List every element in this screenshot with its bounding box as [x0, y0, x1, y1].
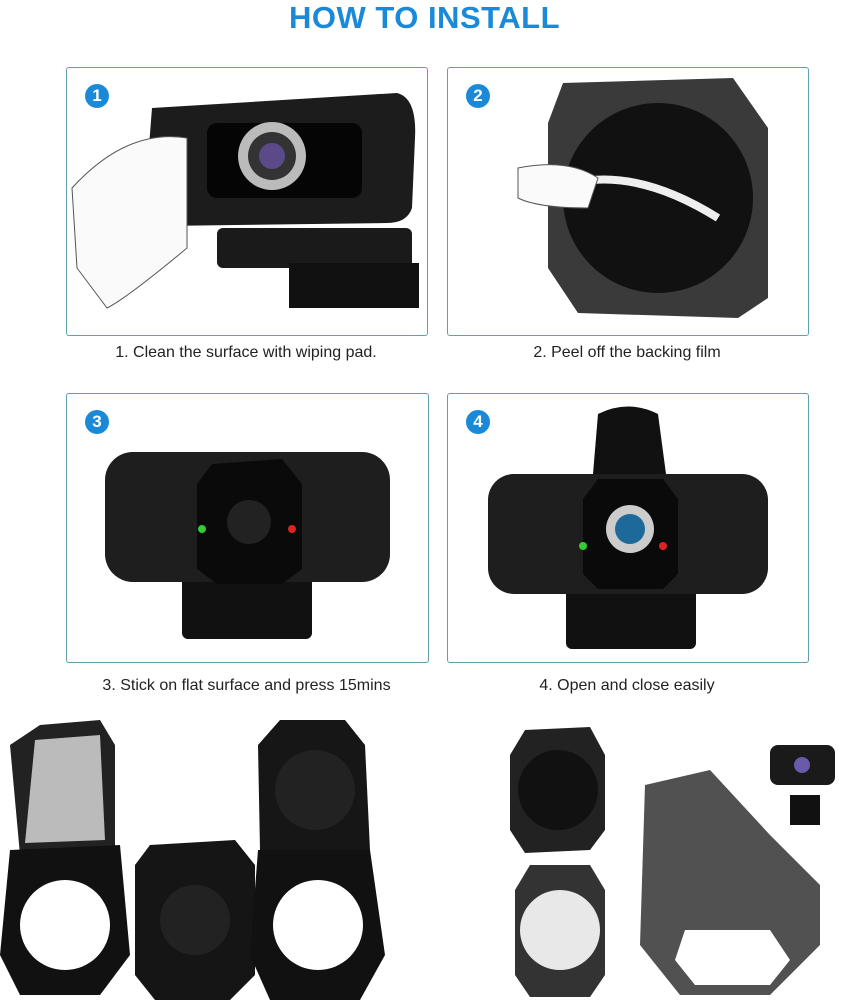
- cover-product-photos-right: [510, 727, 835, 997]
- cover-product-photos-left: [0, 720, 385, 1000]
- step-2-caption: 2. Peel off the backing film: [533, 344, 721, 361]
- step-1-panel: 1: [66, 67, 428, 336]
- step-1-caption: 1. Clean the surface with wiping pad.: [115, 344, 377, 361]
- step-3-caption: 3. Stick on flat surface and press 15min…: [102, 677, 391, 694]
- webcam-with-cover-illustration: [105, 452, 390, 639]
- step-number-badge: 3: [85, 410, 109, 434]
- step-3-panel: 3: [66, 393, 429, 663]
- cover-peeling-illustration: [517, 78, 768, 318]
- step-number-badge: 4: [466, 410, 490, 434]
- step-4-caption: 4. Open and close easily: [539, 677, 715, 694]
- step-number-badge: 1: [85, 84, 109, 108]
- page-title: HOW TO INSTALL: [288, 0, 561, 35]
- webcam-cleaning-illustration: [71, 93, 419, 309]
- step-2-panel: 2: [447, 67, 809, 336]
- step-number-badge: 2: [466, 84, 490, 108]
- webcam-cover-open-illustration: [488, 406, 768, 649]
- step-4-panel: 4: [447, 393, 809, 663]
